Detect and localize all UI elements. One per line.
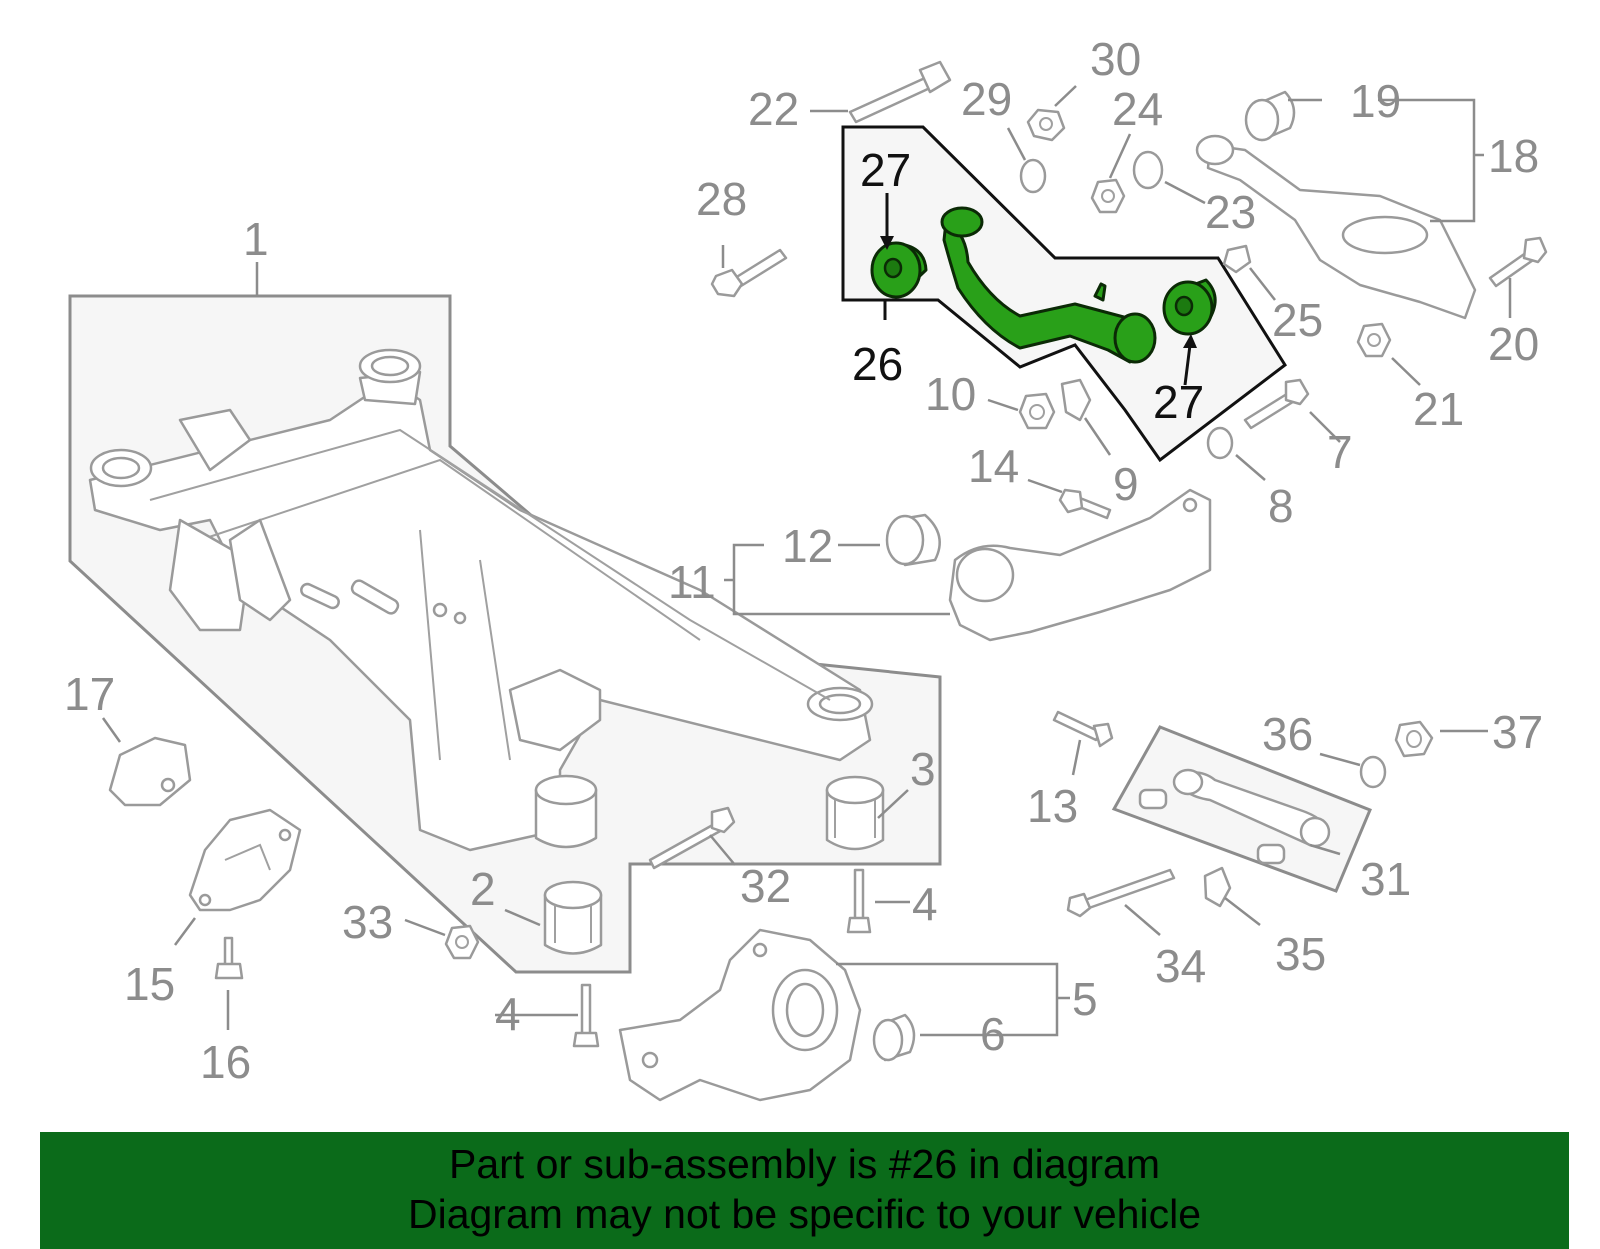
bolt-32: [648, 806, 736, 870]
callout-3: 3: [910, 743, 936, 795]
bolt-20: [1488, 236, 1548, 288]
callout-9: 9: [1113, 458, 1139, 510]
lower-control-arm-18: [1195, 134, 1477, 320]
bushing-3: [825, 775, 885, 851]
info-banner: Part or sub-assembly is #26 in diagram D…: [40, 1132, 1569, 1249]
washer-23: [1132, 150, 1164, 190]
callout-27-lower: 27: [1153, 376, 1204, 428]
callout-35: 35: [1275, 928, 1326, 980]
bolt-7: [1243, 378, 1310, 430]
bolt-4-upper: [846, 868, 872, 934]
nut-10: [1018, 392, 1056, 430]
leader-lines: [101, 85, 1512, 1037]
trailing-arm-11: [948, 488, 1212, 642]
clip-25: [1222, 244, 1252, 274]
callout-34: 34: [1155, 940, 1206, 992]
callout-25: 25: [1272, 294, 1323, 346]
callout-16: 16: [200, 1036, 251, 1088]
callout-32: 32: [740, 860, 791, 912]
highlight-leader-lines: [880, 193, 1197, 386]
washer-29: [1019, 158, 1047, 194]
callout-26: 26: [852, 338, 903, 390]
callout-33: 33: [342, 896, 393, 948]
subframe-drawing: [88, 348, 874, 852]
callout-13: 13: [1027, 780, 1078, 832]
bolt-16: [214, 936, 244, 980]
upper-control-arm-26: [940, 206, 1157, 364]
washer-36: [1359, 755, 1387, 789]
callout-10: 10: [925, 368, 976, 420]
banner-line-1: Part or sub-assembly is #26 in diagram: [449, 1141, 1160, 1187]
callout-18: 18: [1488, 130, 1539, 182]
nut-33: [444, 924, 480, 960]
callout-27-upper: 27: [860, 144, 911, 196]
toe-link-31: [1138, 768, 1331, 865]
nut-30: [1026, 108, 1066, 142]
bolt-14: [1058, 488, 1112, 520]
nut-24: [1090, 178, 1126, 214]
knuckle-5: [618, 928, 862, 1102]
callout-6: 6: [980, 1008, 1006, 1060]
callout-8: 8: [1268, 480, 1294, 532]
bracket-17: [108, 736, 192, 807]
callout-12: 12: [782, 520, 833, 572]
callout-17: 17: [64, 668, 115, 720]
callout-22: 22: [748, 83, 799, 135]
callout-37: 37: [1492, 706, 1543, 758]
plate-35: [1203, 866, 1232, 908]
bushing-27-left: [870, 241, 928, 299]
callout-1: 1: [243, 213, 269, 265]
plate-9: [1060, 378, 1092, 422]
callout-19: 19: [1350, 75, 1401, 127]
bushing-2: [543, 880, 603, 955]
callout-15: 15: [124, 958, 175, 1010]
bolt-28: [710, 248, 788, 298]
bolt-34: [1066, 868, 1176, 918]
callout-labels: 1 2 3 4 4 5 6 7 8 9 10 11 12 13 14 15 16…: [64, 33, 1543, 1088]
nut-21: [1356, 322, 1392, 358]
nut-37: [1394, 720, 1434, 758]
bushing-6: [872, 1013, 916, 1062]
callout-14: 14: [968, 440, 1019, 492]
bushing-27-right: [1162, 278, 1217, 336]
callout-4-lower: 4: [495, 988, 521, 1040]
callout-29: 29: [961, 73, 1012, 125]
callout-20: 20: [1488, 318, 1539, 370]
bushing-12: [885, 513, 941, 567]
callout-11: 11: [668, 556, 716, 608]
bracket-15: [188, 808, 302, 912]
callout-5: 5: [1072, 973, 1098, 1025]
callout-36: 36: [1262, 708, 1313, 760]
bolt-13: [1052, 710, 1114, 748]
callout-24: 24: [1112, 83, 1163, 135]
callout-30: 30: [1090, 33, 1141, 85]
washer-8: [1206, 426, 1234, 460]
bolt-22: [848, 60, 952, 124]
bushing-19: [1244, 90, 1296, 142]
banner-line-2: Diagram may not be specific to your vehi…: [407, 1191, 1201, 1237]
callout-23: 23: [1205, 186, 1256, 238]
callout-7: 7: [1327, 426, 1353, 478]
callout-31: 31: [1360, 853, 1411, 905]
callout-2: 2: [470, 863, 496, 915]
bolt-4-lower: [572, 983, 600, 1048]
callout-21: 21: [1413, 383, 1464, 435]
callout-28: 28: [696, 173, 747, 225]
callout-4-upper: 4: [912, 878, 938, 930]
